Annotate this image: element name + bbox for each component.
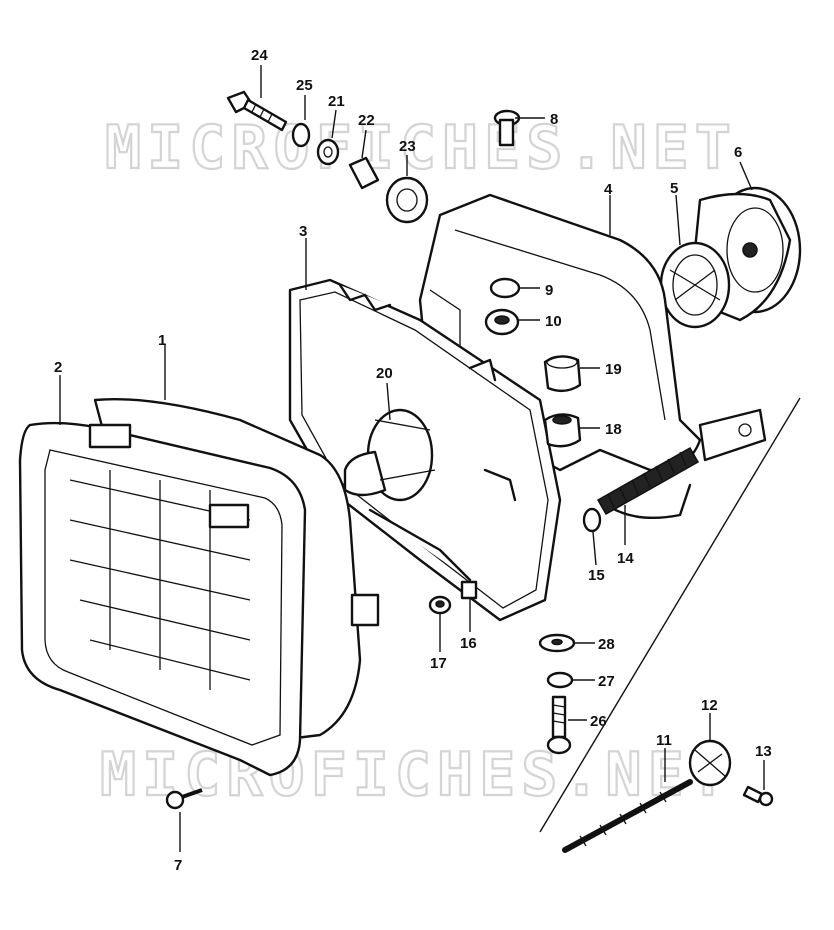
callout-20: 20 bbox=[376, 365, 393, 382]
callout-18: 18 bbox=[605, 421, 622, 438]
part-2-rim bbox=[18, 421, 307, 777]
part-7-screw bbox=[165, 788, 203, 810]
part-14-spring bbox=[596, 446, 700, 516]
part-22-collar bbox=[348, 156, 380, 190]
part-12-adjuster-nut bbox=[688, 739, 732, 787]
callout-16: 16 bbox=[460, 635, 477, 652]
callout-6: 6 bbox=[734, 144, 742, 161]
part-18-damper bbox=[543, 413, 582, 448]
callout-19: 19 bbox=[605, 361, 622, 378]
callout-9: 9 bbox=[545, 282, 553, 299]
callout-15: 15 bbox=[588, 567, 605, 584]
callout-1: 1 bbox=[158, 332, 166, 349]
watermark-bottom: MICROFICHES.NET bbox=[100, 740, 732, 810]
callout-4: 4 bbox=[604, 181, 613, 198]
part-15-washer bbox=[582, 507, 602, 533]
callout-8: 8 bbox=[550, 111, 558, 128]
part-11-adjuster-screw bbox=[562, 779, 693, 853]
callout-24: 24 bbox=[251, 47, 268, 64]
callout-22: 22 bbox=[358, 112, 375, 129]
part-25-washer bbox=[291, 122, 311, 148]
callout-13: 13 bbox=[755, 743, 772, 760]
callout-17: 17 bbox=[430, 655, 447, 672]
part-19-damper bbox=[543, 355, 582, 393]
part-27-lockwasher bbox=[546, 671, 574, 689]
callout-11: 11 bbox=[656, 732, 672, 749]
callout-21: 21 bbox=[328, 93, 345, 110]
part-9-washer bbox=[489, 277, 521, 299]
part-16-nut bbox=[460, 580, 478, 600]
part-21-washer bbox=[316, 138, 340, 166]
callout-10: 10 bbox=[545, 313, 562, 330]
callout-7: 7 bbox=[174, 857, 182, 874]
callout-26: 26 bbox=[590, 713, 607, 730]
part-13-screw bbox=[742, 785, 774, 807]
part-8-bolt bbox=[493, 109, 521, 147]
callout-14: 14 bbox=[617, 550, 634, 567]
callout-27: 27 bbox=[598, 673, 615, 690]
callout-23: 23 bbox=[399, 138, 416, 155]
part-28-washer bbox=[538, 633, 576, 653]
part-5-ring bbox=[659, 241, 731, 329]
callout-3: 3 bbox=[299, 223, 307, 240]
watermark-top: MICROFICHES.NET bbox=[105, 113, 737, 183]
callout-25: 25 bbox=[296, 77, 313, 94]
callout-2: 2 bbox=[54, 359, 62, 376]
callout-5: 5 bbox=[670, 180, 678, 197]
part-20-bulb bbox=[343, 408, 436, 502]
leader-lines bbox=[59, 65, 765, 852]
callout-28: 28 bbox=[598, 636, 615, 653]
part-17-washer bbox=[428, 595, 452, 615]
part-24-bolt bbox=[226, 90, 288, 132]
part-26-bolt bbox=[546, 695, 572, 755]
part-23-grommet bbox=[385, 176, 429, 224]
separator-line bbox=[539, 397, 801, 833]
callout-12: 12 bbox=[701, 697, 718, 714]
part-10-grommet bbox=[484, 308, 520, 336]
